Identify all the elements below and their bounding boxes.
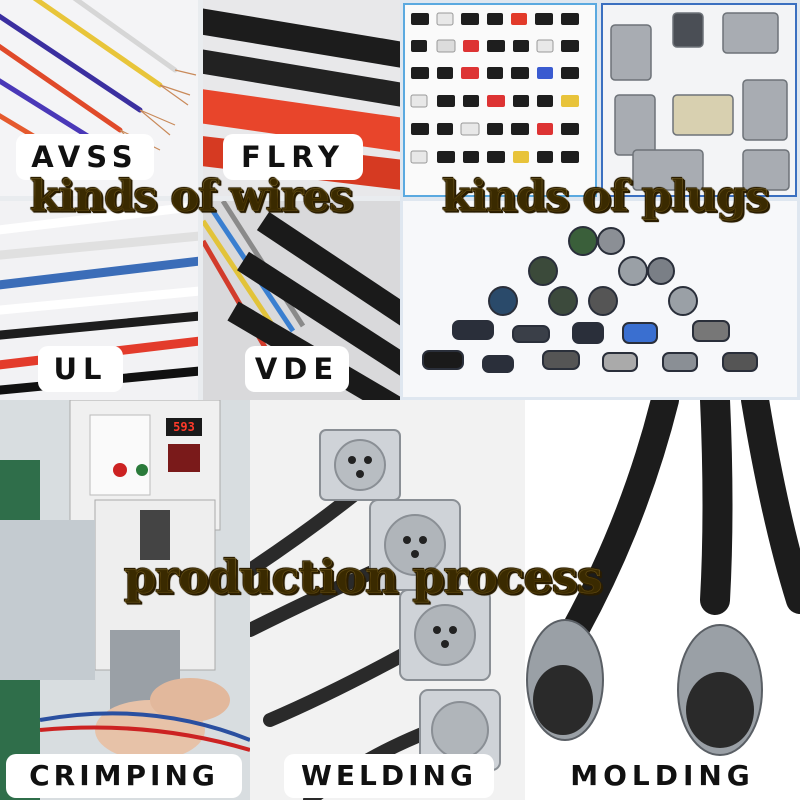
wires-heading: kinds of wires [30, 172, 353, 222]
plugs-section: kinds of plugs [400, 0, 800, 400]
molded-cables-image [526, 400, 800, 756]
molding-photo: MOLDING [525, 400, 800, 800]
wires-section: AVSS FLRY UL [0, 0, 400, 400]
step-crimping: CRIMPING [6, 754, 242, 798]
wire-type-ul: UL [38, 346, 123, 392]
plug-assortment-grid [403, 3, 597, 197]
welding-photo: WELDING [250, 400, 525, 800]
ul-wire-photo: UL [0, 201, 198, 400]
flry-wire-photo: FLRY [203, 0, 400, 196]
wire-type-flry: FLRY [223, 134, 363, 180]
wire-type-avss: AVSS [16, 134, 154, 180]
crimping-machine-image [0, 400, 250, 800]
crimping-photo: 593 CRIMPING [0, 400, 250, 800]
wire-type-vde: VDE [245, 346, 349, 392]
vde-wire-photo: VDE [203, 201, 400, 400]
avss-wire-photo: AVSS [0, 0, 198, 196]
circular-connectors-photo [403, 201, 797, 397]
step-welding: WELDING [284, 754, 494, 798]
process-heading: production process [124, 550, 603, 604]
step-molding: MOLDING [570, 759, 755, 792]
heavy-duty-connector-image [610, 12, 790, 191]
machine-display: 593 [173, 420, 195, 434]
heavy-duty-connectors-photo [601, 3, 797, 197]
process-section: 593 CRIMPING [0, 400, 800, 800]
plug-grid-image [410, 12, 579, 164]
plugs-heading: kinds of plugs [442, 172, 770, 222]
circular-connector-image [422, 226, 758, 373]
